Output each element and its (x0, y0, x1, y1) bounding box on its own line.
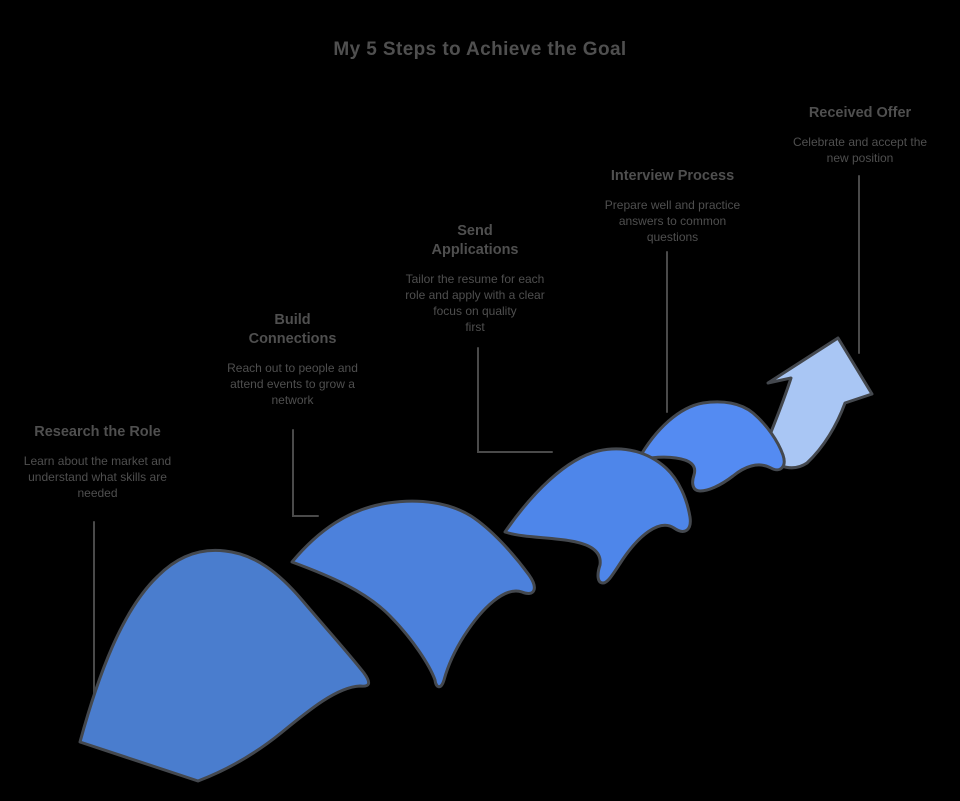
stage-5-description: Celebrate and accept the new position (775, 134, 945, 166)
stage-4-description-line: Prepare well and practice (604, 198, 741, 213)
stage-4-description-line: answers to common (618, 214, 727, 229)
stage-label-3: Send Applications Tailor the resume for … (390, 222, 560, 336)
connector-line-2 (292, 429, 319, 517)
stage-label-2: Build Connections Reach out to people an… (205, 311, 380, 408)
stage-1-description-line: needed (77, 486, 118, 501)
ribbon-segments (78, 336, 874, 783)
stage-label-5: Received Offer Celebrate and accept the … (775, 104, 945, 166)
stage-5-description-line: new position (826, 151, 894, 166)
stage-4-description: Prepare well and practice answers to com… (585, 197, 760, 245)
stage-2-description: Reach out to people and attend events to… (205, 360, 380, 408)
stage-2-description-line: network (271, 393, 314, 408)
stage-2-description-line: Reach out to people and (227, 361, 358, 376)
arrow-head-icon (761, 336, 874, 470)
stage-2-heading: Connections (248, 331, 337, 348)
connector-line-3 (477, 347, 553, 453)
ribbon-wave-segment-2 (290, 499, 536, 689)
stage-2-description-line: attend events to grow a (230, 377, 355, 392)
stage-1-description-line: Learn about the market and (23, 454, 172, 469)
stage-3-description: Tailor the resume for each role and appl… (390, 271, 560, 335)
stage-3-heading: Send (457, 223, 493, 239)
stage-label-4: Interview Process Prepare well and pract… (585, 167, 760, 245)
stage-1-heading: Research the Role (34, 424, 161, 440)
ribbon-wave-segment-3 (503, 447, 692, 585)
connector-lines (93, 175, 860, 709)
stage-3-description-line: Tailor the resume for each (405, 272, 545, 287)
ribbon-wave-segment-1 (78, 548, 371, 783)
stage-2-heading: Build (274, 312, 311, 328)
stage-3-description-line: role and apply with a clear (405, 288, 545, 303)
stage-3-description-line: first (465, 320, 485, 335)
diagram-title: My 5 Steps to Achieve the Goal (333, 39, 627, 60)
stage-1-description: Learn about the market and understand wh… (10, 453, 185, 501)
stage-1-description-line: understand what skills are (28, 470, 167, 485)
stage-3-description-line: focus on quality (433, 304, 517, 319)
stage-label-1: Research the Role Learn about the market… (10, 423, 185, 501)
stage-5-heading: Received Offer (808, 105, 912, 121)
stage-5-description-line: Celebrate and accept the (792, 135, 928, 150)
stage-4-description-line: questions (646, 230, 699, 245)
ribbon-wave-segment-4 (636, 400, 786, 493)
stage-3-heading: Applications (431, 242, 519, 259)
stage-4-heading: Interview Process (610, 168, 735, 184)
